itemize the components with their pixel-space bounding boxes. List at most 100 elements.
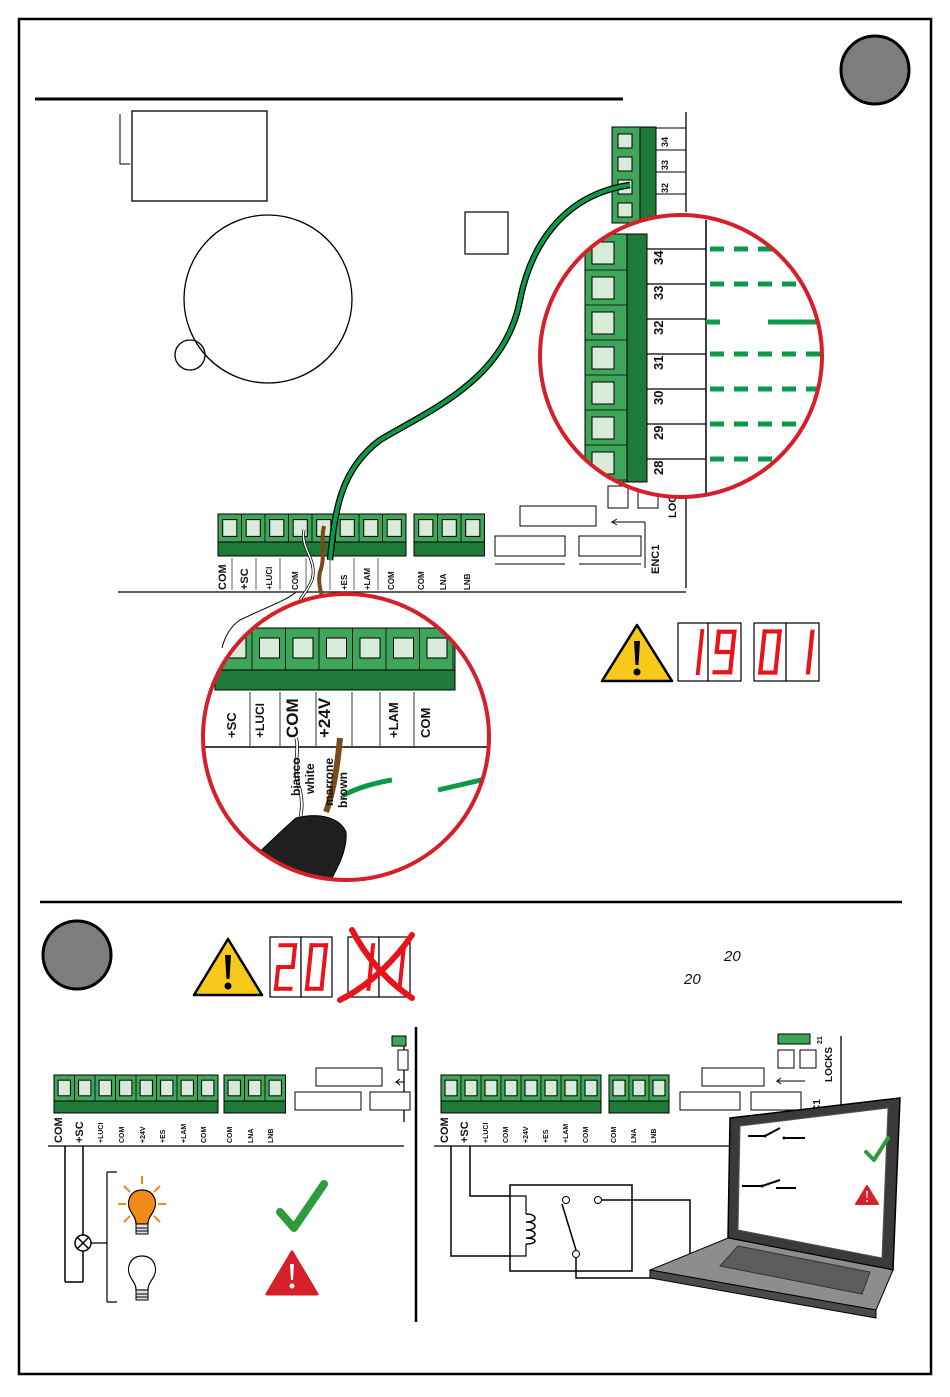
- terminal-screw: [140, 1080, 152, 1096]
- terminal-label: +SC: [74, 1121, 86, 1143]
- locks-label: LOCKS: [824, 1047, 835, 1082]
- terminal-screw: [618, 203, 632, 217]
- warning-icon: [194, 939, 262, 995]
- wire-label-it-brown: marrone: [322, 758, 336, 806]
- jumper: [778, 1050, 794, 1068]
- terminal-number: 21: [817, 1036, 824, 1044]
- terminal-label: +LUCI: [265, 567, 274, 590]
- terminal-screw: [293, 520, 307, 537]
- terminal-label: COM: [503, 1127, 510, 1144]
- terminal-corner: [392, 1036, 406, 1046]
- terminal-number: 33: [660, 160, 670, 170]
- section-badge-icon: [43, 921, 111, 989]
- terminal-screw: [120, 1080, 132, 1096]
- terminal-screw: [223, 520, 237, 537]
- alert-icon: [267, 1252, 317, 1294]
- terminal-screw: [340, 520, 354, 537]
- terminal-screw: [269, 1080, 281, 1096]
- terminal-label: LNA: [439, 573, 448, 590]
- connector: [295, 1092, 361, 1110]
- terminal-block-side: [640, 127, 656, 223]
- terminal-screw: [394, 638, 414, 658]
- terminal-label: +LAM: [386, 702, 401, 738]
- jumper: [608, 486, 628, 508]
- terminal-screw: [592, 382, 614, 404]
- terminal-screw: [565, 1080, 577, 1096]
- small-component-outline: [175, 340, 205, 370]
- terminal-screw: [442, 520, 456, 537]
- terminal-label: COM: [418, 708, 433, 738]
- terminal-label: +LAM: [563, 1124, 570, 1143]
- terminal-label: +LUCI: [253, 703, 267, 738]
- terminal-corner: [778, 1034, 810, 1044]
- terminal-label: COM: [583, 1127, 590, 1144]
- display-segment: [714, 650, 734, 654]
- wire-label-it-white: bianco: [289, 757, 303, 796]
- terminal-block-side: [218, 542, 406, 556]
- terminal-screw: [466, 520, 480, 537]
- terminal-screw: [364, 520, 378, 537]
- connector: [680, 1092, 740, 1110]
- terminal-label: COM: [53, 1117, 65, 1143]
- lamp-off-icon: [129, 1256, 156, 1300]
- connector: [370, 1092, 410, 1110]
- terminal-label: LNB: [651, 1129, 658, 1143]
- connector: [316, 1068, 382, 1086]
- wire: [451, 1146, 510, 1256]
- terminal-label: +SC: [459, 1121, 471, 1143]
- terminal-label: +LAM: [363, 568, 372, 590]
- terminal-screw: [260, 638, 280, 658]
- terminal-number: 31: [651, 356, 666, 370]
- lamp-bracket: [91, 1172, 117, 1302]
- terminal-block-side: [414, 542, 485, 556]
- connector: [520, 506, 596, 526]
- display-segment: [712, 670, 732, 674]
- terminal-screw: [293, 638, 313, 658]
- terminal-screw: [270, 520, 284, 537]
- terminal-number: 30: [651, 391, 666, 405]
- display-segment: [274, 987, 293, 991]
- terminal-label: LNB: [268, 1129, 275, 1143]
- zoom-terminal-block-side: [627, 234, 647, 482]
- terminal-screw: [545, 1080, 557, 1096]
- terminal-label: COM: [439, 1117, 451, 1143]
- terminal-screw: [79, 1080, 91, 1096]
- terminal-block-side: [441, 1101, 601, 1113]
- terminal-screw: [202, 1080, 214, 1096]
- terminal-label: COM: [611, 1127, 618, 1144]
- terminal-screw: [585, 1080, 597, 1096]
- relay-box: [510, 1185, 632, 1271]
- terminal-label: COM: [283, 698, 302, 738]
- connector: [702, 1068, 764, 1086]
- terminal-label: +ES: [160, 1129, 167, 1143]
- terminal-label: COM: [417, 571, 426, 590]
- board-left: COM+SC+LUCICOM+24V+ES+LAMCOMCOMLNALNB: [48, 1036, 410, 1302]
- terminal-label: +24V: [523, 1126, 530, 1143]
- terminal-screw: [592, 452, 614, 474]
- laptop-icon: [650, 1098, 900, 1318]
- terminal-label: COM: [217, 564, 229, 590]
- wire-label-en-white: white: [303, 763, 317, 795]
- connector: [495, 536, 565, 556]
- relay-contact: [573, 1251, 580, 1258]
- terminal-strip-lower: COM+SC+LUCICOM+ES+LAMCOMCOMLNALNB: [217, 514, 485, 590]
- terminal-label: +LUCI: [98, 1123, 105, 1143]
- terminal-screw: [618, 134, 632, 148]
- terminal-screw: [181, 1080, 193, 1096]
- terminal-label: LNA: [631, 1129, 638, 1143]
- capacitor-outline: [184, 215, 352, 383]
- section-badge-icon: [841, 36, 909, 104]
- terminal-screw: [327, 638, 347, 658]
- terminal-screw: [419, 520, 433, 537]
- connector: [579, 536, 641, 556]
- enc-label: ENC1: [650, 545, 662, 574]
- terminal-screw: [592, 312, 614, 334]
- terminal-screw: [99, 1080, 111, 1096]
- terminal-label: +LUCI: [483, 1123, 490, 1143]
- terminal-screw: [427, 638, 447, 658]
- terminal-screw: [592, 277, 614, 299]
- arrow: [777, 1078, 805, 1084]
- small-code: 20: [683, 971, 701, 988]
